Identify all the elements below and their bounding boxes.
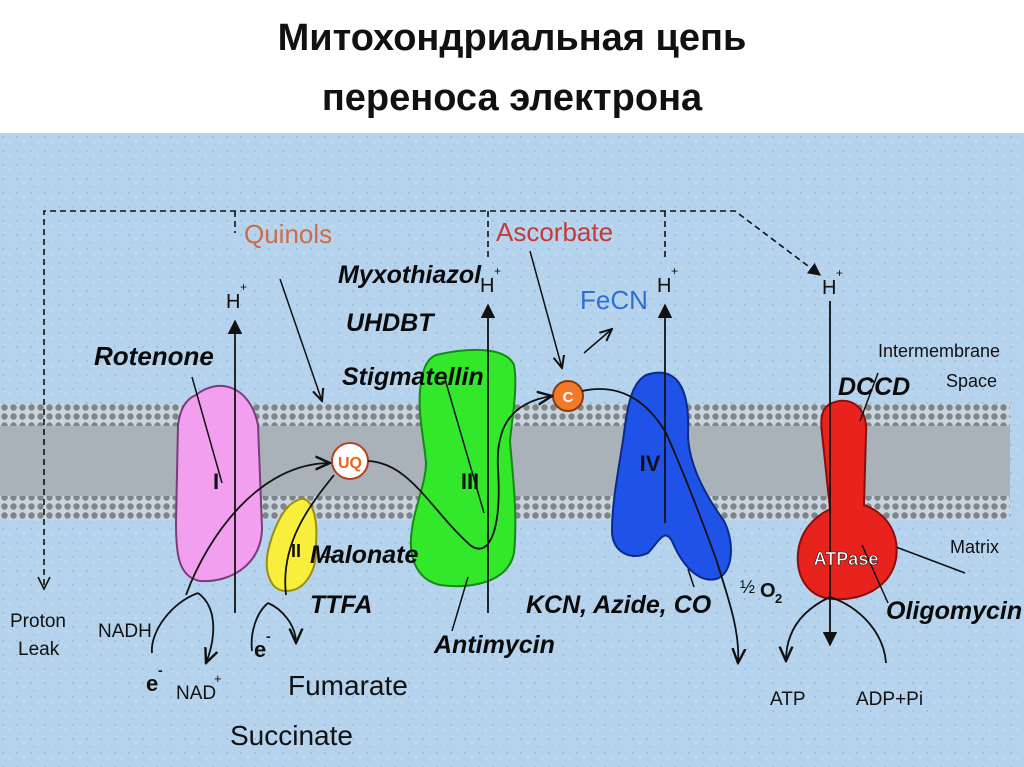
page-title: Митохондриальная цепь переноса электрона	[0, 8, 1024, 128]
title-line-1: Митохондриальная цепь	[277, 17, 747, 59]
electron-label-ii: e	[254, 637, 266, 662]
h-plus-atpase-sup: +	[836, 266, 843, 280]
title-line-2: переноса электрона	[321, 77, 703, 119]
atp-label: ATP	[770, 689, 806, 710]
succinate-label: Succinate	[230, 720, 353, 751]
complex-iv	[610, 371, 732, 581]
complex-i-label: I	[213, 469, 219, 494]
h-plus-complex-i: H	[226, 291, 240, 313]
nad-label: NAD	[176, 683, 216, 704]
complex-iii-label: III	[461, 469, 479, 494]
proton-label: Proton	[10, 611, 66, 632]
fecn-label: FeCN	[580, 285, 648, 315]
inhibitor-oligomycin: Oligomycin	[886, 597, 1022, 625]
inhibitor-ttfa: TTFA	[310, 591, 373, 619]
o2-subscript: 2	[775, 591, 782, 606]
complex-ii-label: II	[291, 541, 301, 561]
ascorbate-label: Ascorbate	[496, 217, 613, 247]
complex-iv-label: IV	[640, 451, 661, 476]
inhibitor-stigmatellin: Stigmatellin	[342, 363, 484, 391]
proton-circuit-dashed	[43, 210, 822, 585]
leak-label: Leak	[18, 639, 60, 660]
quinols-label: Quinols	[244, 219, 332, 249]
uq-label: UQ	[338, 455, 362, 472]
matrix-label: Matrix	[950, 537, 999, 557]
proton-leak-arrowhead	[37, 576, 51, 591]
h-plus-complex-iv-sup: +	[671, 264, 678, 278]
half-label: ½	[740, 577, 755, 597]
intermembrane-label: Intermembrane	[878, 341, 1000, 361]
pointer-lines	[191, 250, 966, 632]
h-plus-complex-i-sup: +	[240, 280, 247, 294]
inhibitor-uhdbt: UHDBT	[346, 309, 436, 337]
space-label: Space	[946, 371, 997, 391]
inhibitor-rotenone: Rotenone	[94, 341, 214, 371]
nad-label-sup: +	[214, 671, 222, 686]
inhibitor-kcn-azide-co: KCN, Azide, CO	[526, 591, 712, 619]
adp-pi-label: ADP+Pi	[856, 689, 923, 710]
electron-label-i: e	[146, 671, 158, 696]
electron-transport-diagram: I II III IV ATPase UQ C H + H + H + H + …	[0, 133, 1024, 767]
h-plus-complex-iii: H	[480, 275, 494, 297]
cytochrome-c-label: C	[563, 389, 574, 406]
o2-label: O	[760, 580, 776, 602]
inhibitor-dccd: DCCD	[838, 373, 910, 401]
h-plus-atpase: H	[822, 277, 836, 299]
inhibitor-myxothiazol: Myxothiazol	[338, 261, 482, 289]
complex-iii	[409, 348, 517, 588]
electron-label-i-sup: -	[158, 662, 163, 678]
electron-flow-lines	[151, 388, 887, 663]
proton-pump-arrows	[227, 301, 838, 647]
h-plus-complex-iv: H	[657, 275, 671, 297]
inhibitor-antimycin: Antimycin	[433, 631, 555, 659]
atpase-label: ATPase	[814, 549, 879, 569]
inhibitor-malonate: Malonate	[310, 541, 418, 569]
h-plus-complex-iii-sup: +	[494, 264, 501, 278]
fumarate-label: Fumarate	[288, 670, 408, 701]
nadh-label: NADH	[98, 621, 152, 642]
complex-i	[174, 384, 264, 583]
h-plus-labels: H + H + H + H +	[226, 264, 843, 313]
electron-label-ii-sup: -	[266, 628, 271, 644]
